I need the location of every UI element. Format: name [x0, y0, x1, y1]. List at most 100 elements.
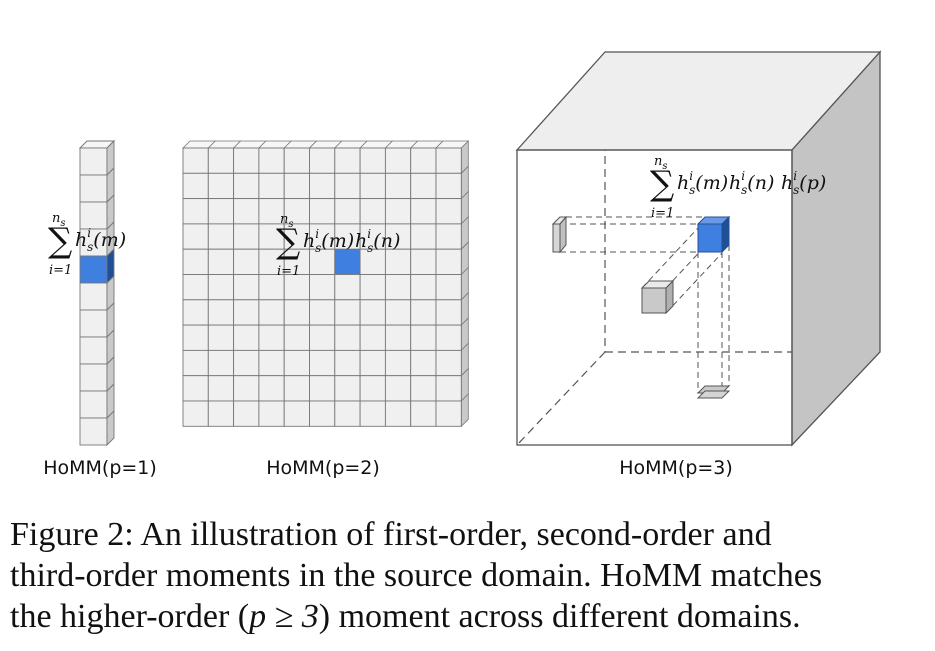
grid-cell — [410, 299, 437, 326]
grid-cell — [207, 400, 235, 427]
column-cell — [79, 201, 108, 230]
column-cell — [79, 309, 108, 338]
grid-cell — [182, 274, 209, 301]
grid-cell — [309, 324, 336, 351]
grid-cell — [410, 324, 437, 351]
grid-cell — [334, 172, 361, 200]
grid-cell — [334, 147, 361, 174]
sum-symbol: ∑ — [276, 222, 300, 262]
grid-cell — [207, 349, 235, 377]
grid-cell — [410, 248, 437, 275]
grid-cell — [359, 375, 386, 402]
grid-cell — [182, 375, 209, 402]
grid-cell — [410, 147, 437, 174]
grid-cell — [410, 349, 437, 377]
column-cell — [79, 228, 108, 257]
grid-cell — [435, 299, 462, 326]
grid-cell — [182, 299, 209, 326]
grid-cell — [207, 147, 235, 174]
sum-symbol: ∑ — [650, 164, 674, 204]
grid-cell — [384, 324, 412, 351]
grid-cell — [233, 324, 260, 351]
grid-cell — [233, 198, 260, 225]
grid-cell — [207, 299, 235, 326]
grid-cell — [233, 223, 260, 250]
grid-cell — [309, 349, 336, 377]
grid-cell — [182, 198, 209, 225]
grid-cell — [258, 172, 285, 200]
grid-cell — [283, 172, 310, 200]
column-cell — [79, 363, 108, 392]
grid-cell — [435, 172, 462, 200]
sum-lower-limit: i=1 — [49, 263, 72, 278]
grid-cell — [233, 248, 260, 275]
grid-cell — [435, 248, 462, 275]
grid-cell — [207, 223, 235, 250]
grid-cell — [435, 349, 462, 377]
grid-cell — [359, 198, 386, 225]
caption-line-3a: the higher-order ( — [10, 598, 250, 635]
grid-cell — [334, 223, 361, 250]
first-order-highlight-cell — [79, 255, 108, 284]
grid-cell — [359, 223, 386, 250]
grid-cell — [359, 274, 386, 301]
grid-cell — [182, 324, 209, 351]
grid-cell — [182, 172, 209, 200]
grid-cell — [384, 198, 412, 225]
grid-cell — [435, 147, 462, 174]
grid-cell — [359, 147, 386, 174]
grid-cell — [410, 172, 437, 200]
grid-cell — [384, 172, 412, 200]
grid-cell — [283, 375, 310, 402]
grid-cell — [258, 375, 285, 402]
grid-cell — [309, 248, 336, 275]
grid-cell — [233, 274, 260, 301]
grid-cell — [283, 299, 310, 326]
grid-cell — [384, 400, 412, 427]
grid-cell — [359, 400, 386, 427]
grid-cell — [435, 223, 462, 250]
grid-cell — [207, 198, 235, 225]
grid-cell — [410, 274, 437, 301]
column-cell — [79, 390, 108, 419]
sum-lower-limit: i=1 — [277, 264, 300, 279]
grid-cell — [384, 274, 412, 301]
grid-cell — [233, 400, 260, 427]
panel-label-p3: HoMM(p=3) — [619, 457, 733, 479]
panel-label-p1: HoMM(p=1) — [43, 457, 157, 479]
grid-cell — [233, 349, 260, 377]
grid-cell — [309, 172, 336, 200]
grid-cell — [233, 172, 260, 200]
grid-cell — [309, 147, 336, 174]
grid-cell — [258, 223, 285, 250]
grid-cell — [334, 324, 361, 351]
grid-cell — [359, 349, 386, 377]
grid-cell — [207, 274, 235, 301]
grid-cell — [384, 147, 412, 174]
grid-cell — [334, 349, 361, 377]
grid-cell — [359, 299, 386, 326]
grid-cell — [283, 349, 310, 377]
grid-cell — [258, 299, 285, 326]
grid-cell — [309, 274, 336, 301]
grid-cell — [283, 147, 310, 174]
grid-cell — [435, 274, 462, 301]
grid-cell — [435, 375, 462, 402]
caption-line-3b: ) moment across different domains. — [318, 598, 801, 635]
grid-cell — [334, 198, 361, 225]
grid-cell — [309, 198, 336, 225]
grid-cell — [258, 198, 285, 225]
grid-cell — [258, 324, 285, 351]
column-cell — [79, 417, 108, 446]
grid-cell — [283, 400, 310, 427]
grid-cell — [359, 324, 386, 351]
